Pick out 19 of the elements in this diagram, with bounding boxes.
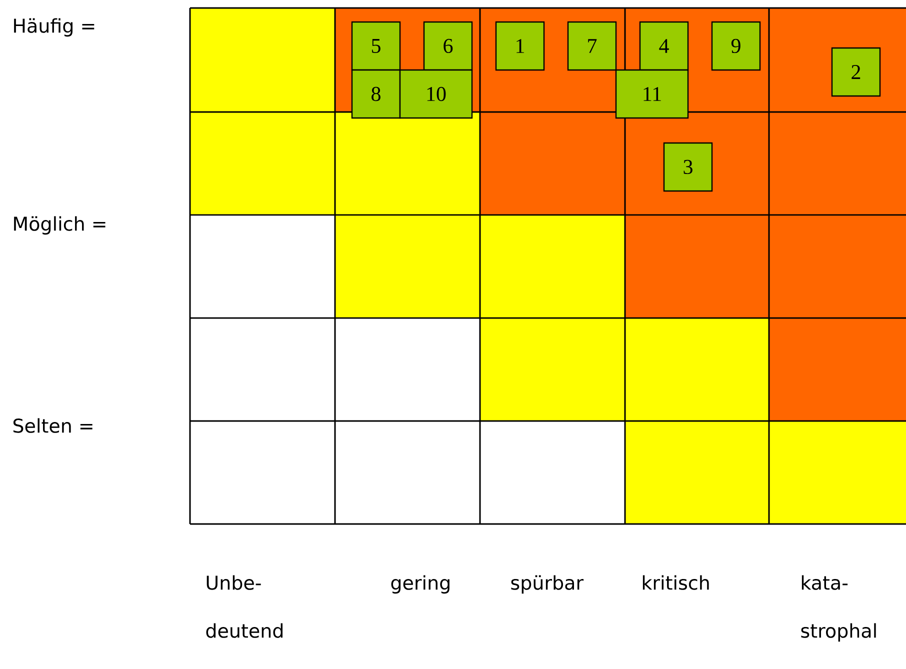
numbered-box: 9 — [711, 21, 761, 71]
axis-label: kritisch — [642, 575, 709, 590]
numbered-box: 10 — [399, 69, 473, 119]
numbered-box: 3 — [663, 142, 713, 192]
numbered-box: 1 — [495, 21, 545, 71]
numbered-box: 8 — [351, 69, 401, 119]
axis-label: kata- strophal — [801, 575, 876, 642]
numbered-box: 5 — [351, 21, 401, 71]
numbered-box: 6 — [423, 21, 473, 71]
numbered-box: 11 — [615, 69, 689, 119]
numbered-box: 2 — [831, 47, 881, 97]
numbered-box: 7 — [567, 21, 617, 71]
axis-label: Möglich = — [14, 216, 106, 235]
axis-label: Selten = — [13, 418, 92, 433]
axis-label: Häufig = — [14, 18, 94, 37]
axis-label: Unbe- deutend — [206, 575, 283, 638]
numbered-box: 4 — [639, 21, 689, 71]
axis-label: spürbar — [511, 575, 584, 594]
axis-label: gering — [391, 575, 450, 594]
